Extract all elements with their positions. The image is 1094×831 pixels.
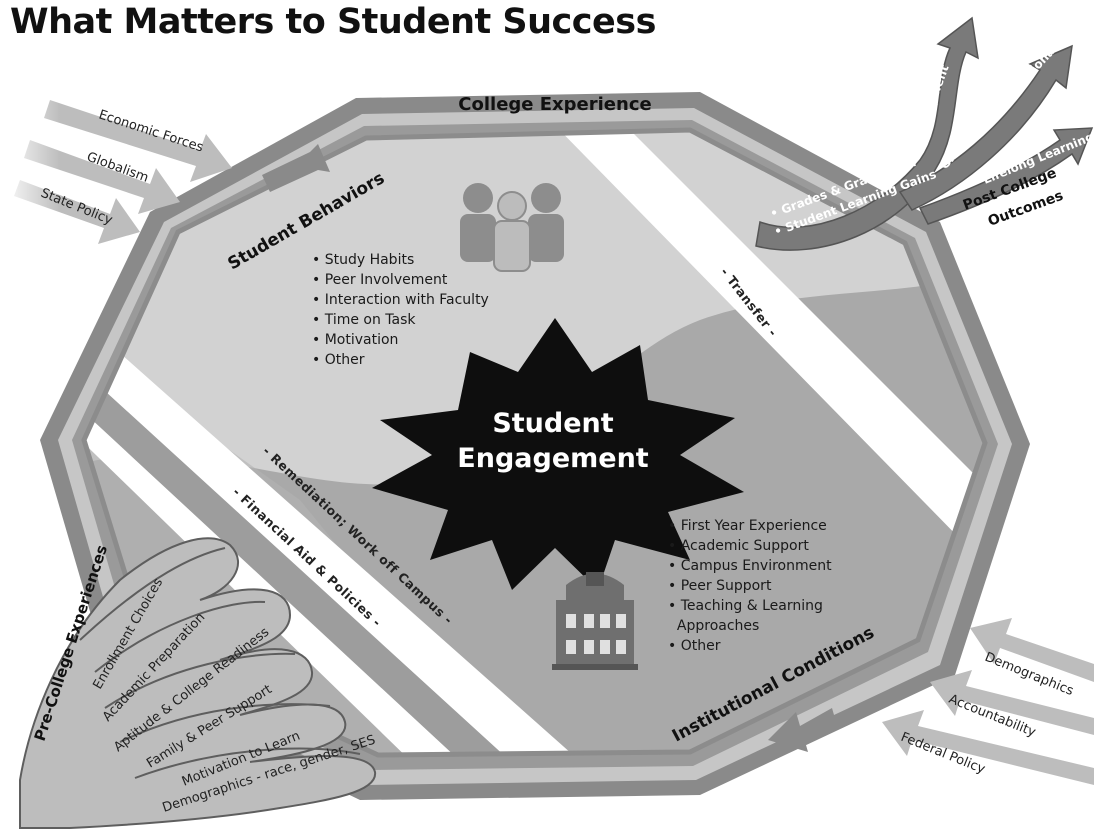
engagement-label-line1: Student (492, 408, 613, 439)
engagement-label-line2: Engagement (457, 443, 649, 474)
external-forces-top: Economic Forces Globalism State Policy (0, 80, 232, 260)
institution-item: • Academic Support (668, 538, 809, 554)
institution-item: • Other (668, 638, 721, 654)
behavior-item: • Motivation (312, 332, 398, 348)
people-icon (460, 183, 564, 272)
ring-arrow-top-left (262, 144, 330, 192)
behavior-item: • Interaction with Faculty (312, 292, 489, 308)
page-title: What Matters to Student Success (10, 2, 656, 42)
economic-forces-arrow (44, 100, 232, 182)
behavior-item: • Study Habits (312, 252, 414, 268)
globalism-arrow (24, 140, 180, 214)
institution-item: • Teaching & Learning (668, 598, 823, 614)
institutional-conditions-list: • First Year Experience • Academic Suppo… (668, 518, 832, 654)
federal-policy-arrow (882, 710, 1094, 785)
accountability-arrow (930, 670, 1094, 735)
institution-item: • Campus Environment (668, 558, 832, 574)
behavior-item: • Peer Involvement (312, 272, 448, 288)
student-behaviors-list: • Study Habits • Peer Involvement • Inte… (312, 252, 489, 368)
college-experience-label: College Experience (458, 94, 651, 115)
building-icon (552, 572, 638, 670)
ring-arrow-bottom-right (768, 708, 836, 752)
behavior-item: • Other (312, 352, 365, 368)
post-college-outcomes: Employment Graduate & Professional Schoo… (755, 6, 1094, 251)
institution-item: • First Year Experience (668, 518, 827, 534)
demographics-arrow (970, 618, 1094, 682)
behavior-item: • Time on Task (312, 312, 416, 328)
institution-item: • Peer Support (668, 578, 772, 594)
institution-item: Approaches (668, 618, 759, 634)
engagement-burst (372, 318, 744, 590)
